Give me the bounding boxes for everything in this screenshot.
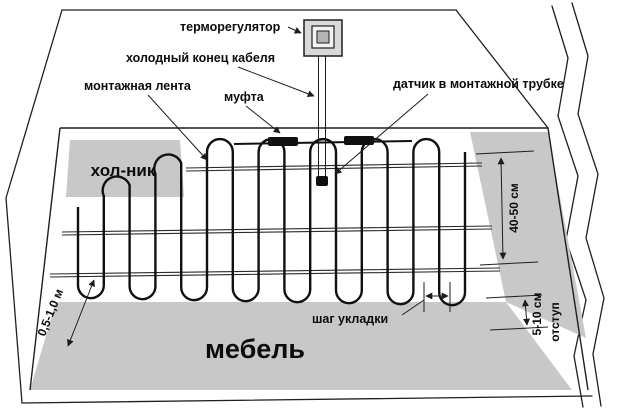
dim-5-10-label: 5-10 см <box>530 292 544 335</box>
mounting-tape-1 <box>185 162 483 172</box>
coupling-arrow <box>245 105 281 134</box>
thermostat-box <box>303 19 343 57</box>
dim-40-50-arrow <box>497 157 507 260</box>
dim-tick-2 <box>479 261 539 266</box>
coupling-label: муфта <box>224 90 265 104</box>
laying-step-label: шаг укладки <box>312 312 388 326</box>
floor-right-edge <box>547 127 589 391</box>
coupling-right <box>344 136 374 145</box>
sensor-label: датчик в монтажной трубке <box>393 77 564 91</box>
mounting-tape-arrow <box>147 94 208 161</box>
dim-05-10-arrow <box>67 279 95 347</box>
torn-edge-right <box>571 2 605 407</box>
mounting-tape-3 <box>49 267 501 278</box>
indent-label: отступ <box>548 302 562 342</box>
laying-step-dim: шаг укладки <box>312 282 451 326</box>
thermostat-arrow <box>287 26 302 34</box>
dim-tick-4 <box>489 326 549 331</box>
dim-tick-3 <box>485 294 543 299</box>
callouts: терморегулятор холодный конец кабеля мон… <box>84 20 564 175</box>
coupling-left <box>268 137 298 146</box>
cold-lead-horizontal <box>233 140 413 145</box>
dim-tick-1 <box>475 150 535 155</box>
cold-end-arrow <box>237 66 315 98</box>
torn-edge-left <box>551 5 587 408</box>
dim-40-50-label: 40-50 см <box>507 183 521 233</box>
floor-left-edge <box>29 127 61 391</box>
thermostat-screen <box>316 30 330 44</box>
wall-right-slant <box>455 9 549 129</box>
mounting-tape-2 <box>61 225 493 236</box>
right-dimensions: 40-50 см 5-10 см отступ <box>475 150 562 342</box>
sensor-tube <box>316 176 328 186</box>
mounting-tapes <box>49 162 501 278</box>
floor-bottom-line <box>21 395 593 404</box>
dim-5-10-arrow <box>522 299 530 326</box>
wall-left-line <box>5 9 63 404</box>
sensor-arrow <box>334 93 429 175</box>
thermostat-label: терморегулятор <box>180 20 281 34</box>
furniture-area <box>30 302 572 390</box>
laying-step-leader <box>401 299 425 316</box>
floor-edges <box>29 127 589 391</box>
cold-lead-group <box>233 56 413 186</box>
cold-end-label: холодный конец кабеля <box>126 51 275 65</box>
furniture-label: мебель <box>205 334 305 364</box>
fridge-label: хол-ник <box>91 161 156 180</box>
mounting-tape-label: монтажная лента <box>84 79 192 93</box>
room-outline <box>5 2 605 408</box>
cold-end-cable <box>318 56 326 182</box>
